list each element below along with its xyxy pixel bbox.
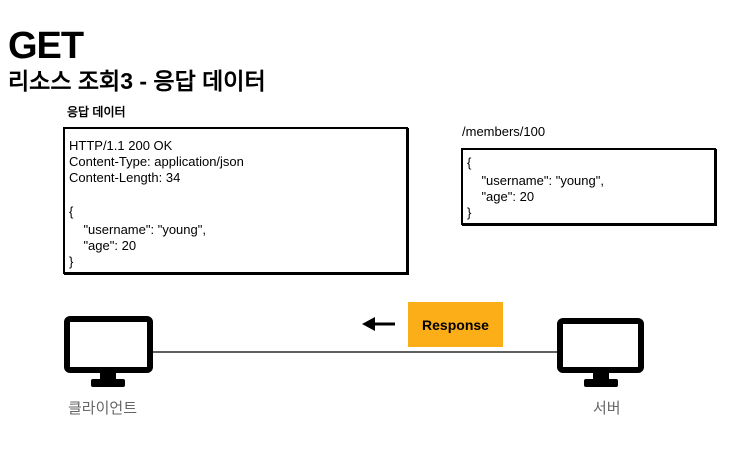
- page-title: GET: [8, 25, 84, 67]
- server-monitor-icon: [557, 318, 644, 387]
- client-monitor-icon: [64, 316, 153, 387]
- page-subtitle: 리소스 조회3 - 응답 데이터: [8, 68, 266, 94]
- response-code-box: HTTP/1.1 200 OK Content-Type: applicatio…: [63, 127, 408, 274]
- server-label: 서버: [593, 400, 621, 417]
- response-content-length: Content-Length: 34: [69, 170, 181, 185]
- response-badge-label: Response: [422, 316, 489, 333]
- response-body-close: }: [69, 254, 74, 269]
- resource-body-age: "age": 20: [467, 189, 535, 204]
- response-badge: Response: [408, 302, 503, 347]
- response-panel-caption: 응답 데이터: [67, 105, 126, 119]
- response-arrow: [362, 317, 395, 331]
- resource-path-caption: /members/100: [462, 124, 546, 139]
- response-status-line: HTTP/1.1 200 OK: [69, 138, 173, 153]
- client-label: 클라이언트: [68, 400, 138, 417]
- resource-body-close: }: [467, 205, 472, 220]
- resource-code-box: { "username": "young", "age": 20 }: [461, 148, 716, 225]
- response-body-age: "age": 20: [69, 238, 137, 253]
- resource-body-open: {: [467, 155, 472, 170]
- response-body-username: "username": "young",: [69, 222, 206, 237]
- response-content-type: Content-Type: application/json: [69, 154, 244, 169]
- response-body-open: {: [69, 204, 74, 219]
- resource-body-username: "username": "young",: [467, 173, 604, 188]
